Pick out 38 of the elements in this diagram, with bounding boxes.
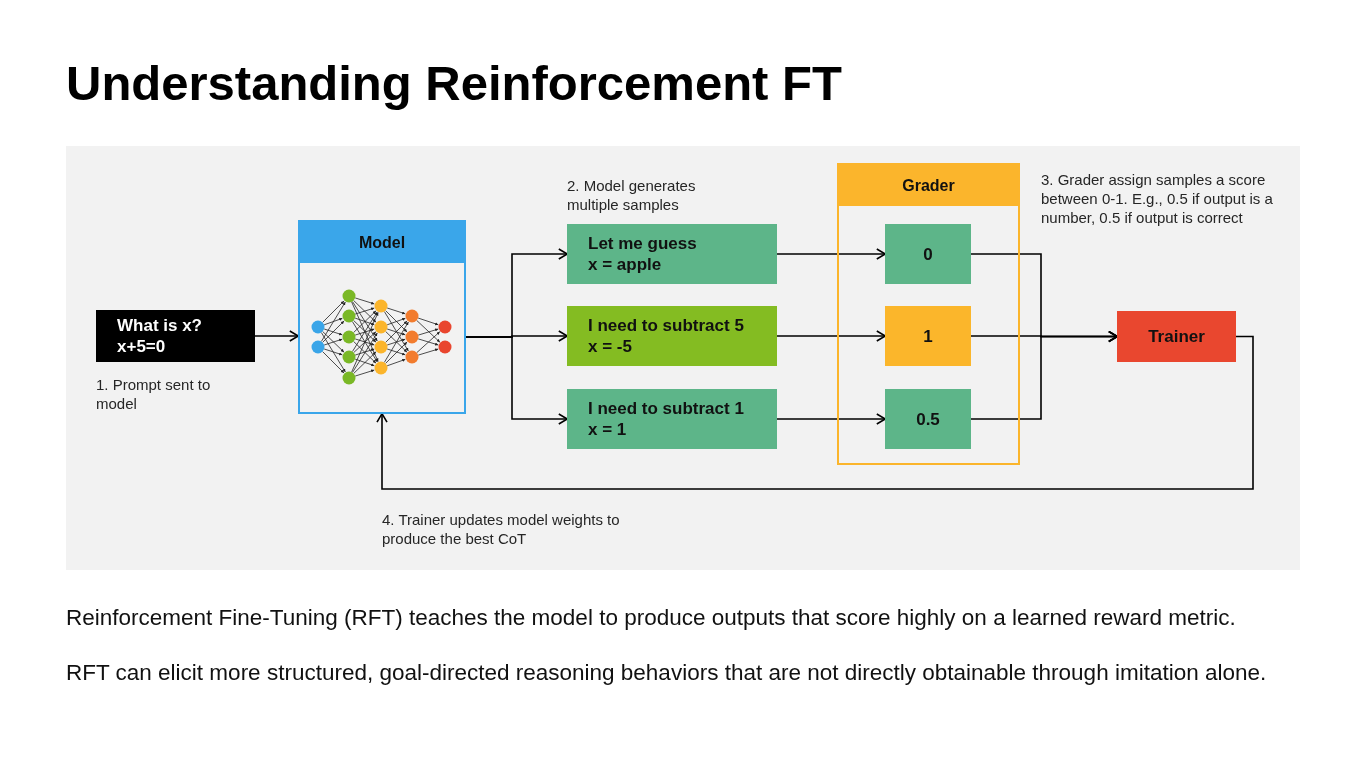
sample-text: Let me guess (588, 233, 697, 254)
sample-box (567, 306, 777, 366)
panel-header: Model (300, 222, 464, 263)
sample-box (567, 224, 777, 284)
sample-text: x = 1 (588, 419, 627, 440)
connector-arrow (254, 330, 300, 342)
step-note: 3. Grader assign samples a score between 0-1. E.g., 0.5 if output is a number, 0.5 if output is correct (1041, 170, 1274, 227)
model-panel (298, 220, 466, 414)
score-value: 0.5 (916, 408, 940, 430)
connector-arrow (465, 336, 569, 425)
grader-panel (837, 163, 1020, 465)
trainer-label: Trainer (1148, 326, 1205, 347)
connector-arrow (776, 330, 887, 342)
sample-text: I need to subtract 1 (588, 398, 744, 419)
body-text: RFT can elicit more structured, goal-directed reasoning behaviors that are not directly obtainable through imitation alone. (66, 659, 1267, 687)
step-note: 4. Trainer updates model weights to produce the best CoT (382, 510, 621, 548)
sample-box (567, 389, 777, 449)
score-box (885, 389, 971, 449)
step-note: 2. Model generates multiple samples (567, 176, 697, 214)
sample-text: I need to subtract 5 (588, 315, 744, 336)
prompt-text: x+5=0 (117, 336, 166, 357)
connector-arrow (376, 335, 1254, 490)
connector-arrow (776, 248, 887, 260)
sample-text: x = apple (588, 254, 662, 275)
score-value: 0 (923, 243, 933, 265)
score-box (885, 224, 971, 284)
body-text: Reinforcement Fine-Tuning (RFT) teaches the model to produce outputs that score highly on a learned reward metric. (66, 604, 1236, 632)
connector-arrow (970, 330, 1119, 420)
prompt-text: What is x? (117, 315, 202, 336)
page-title: Understanding Reinforcement FT (66, 55, 842, 112)
step-note: 1. Prompt sent to model (96, 375, 212, 413)
connector-arrow (776, 413, 887, 425)
sample-text: x = -5 (588, 336, 632, 357)
prompt-box (96, 310, 255, 362)
trainer-box (1117, 311, 1236, 362)
panel-header: Grader (839, 165, 1018, 206)
score-value: 1 (923, 325, 933, 347)
score-box (885, 306, 971, 366)
